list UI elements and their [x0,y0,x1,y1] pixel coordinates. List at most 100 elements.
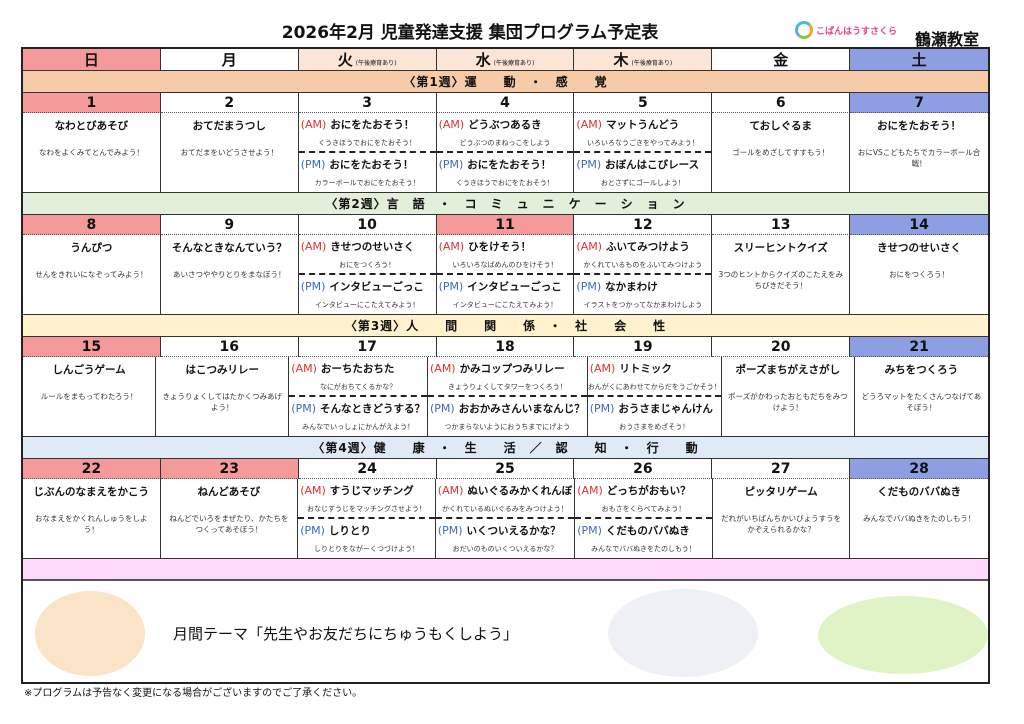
date-cell: 18 [436,337,575,357]
date-cell: 23 [160,459,299,479]
pm-session: (PM)インタビューごっこインタビューにこたえてみよう！ [437,275,574,315]
logo: こぱんはうすさくら [795,21,897,39]
day-cell: なわとびあそびなわをよくみてとんでみよう！ [23,113,161,193]
day-cell: (AM)かみコップつみリレーきょうりょくしてタワーをつくろう！(PM)おおかみさ… [428,357,588,437]
activity-title: スリーヒントクイズ [733,242,828,254]
am-activity: すうじマッチング [329,485,414,497]
weekday-1: 月 [160,49,299,71]
session-tag: (PM) [300,158,326,171]
pm-description: カラーボールでおにをたおそう！ [314,179,420,187]
pm-title: (PM)インタビューごっこ [437,275,574,294]
session-tag: (AM) [300,118,327,131]
day-cell: ねんどあそびねんどでいろをまぜたり、かたちをつくってあそぼう！ [160,479,299,559]
am-title: (AM)すうじマッチング [298,479,435,498]
activity-description: おにVSこどもたちでカラーボール合戦！ [857,148,981,168]
pm-title: (PM)くだものババぬき [575,519,712,538]
pm-session: (PM)インタビューごっこインタビューにこたえてみよう！ [299,275,436,315]
pm-title: (PM)おおかみさんいまなんじ？ [428,397,587,416]
am-activity: きせつのせいさく [330,241,415,253]
pm-session: (PM)おにをたおそう！ カラーボールでおにをたおそう！ [299,153,436,193]
date-cell: 3 [298,93,437,113]
day-cell: ピッタリゲームだれがいちばんちかいびょうすうをかぞえられるかな？ [712,479,851,559]
date-cell: 5 [574,93,713,113]
date-cell: 12 [574,215,713,235]
session-tag: (PM) [430,402,455,415]
pm-description: おうさまをめざそう！ [619,423,690,431]
activity-title: きせつのせいさく [877,242,962,254]
date-cell: 6 [712,93,851,113]
logo-text: こぱんはうすさくら [816,26,898,37]
am-description: きょうりょくしてタワーをつくろう！ [447,383,567,391]
am-title: (AM)きせつのせいさく [299,235,436,254]
pm-description: おとさずにゴールしよう！ [600,179,685,187]
session-tag: (AM) [438,118,465,131]
date-cell: 17 [298,337,437,357]
day-cell: おにをたおそう！おにVSこどもたちでカラーボール合戦！ [850,113,988,193]
am-description: なにがおちてくるかな？ [319,383,397,391]
pm-activity: しりとり [328,525,371,537]
am-description: おもさをくらべてみよう！ [601,505,686,513]
session-tag: (AM) [576,118,603,131]
pm-activity: インタビューごっこ [467,281,562,293]
weekday-3: 水(午後療育あり) [436,49,575,71]
session-tag: (PM) [300,524,325,537]
day-cell: じぶんのなまえをかこうおなまえをかくれんしゅうをしよう！ [23,479,161,559]
pm-title: (PM)いくついえるかな？ [436,519,574,538]
pm-activity: そんなときどうする？ [320,403,425,415]
am-description: いろいろなばめんのひをけそう！ [452,261,558,269]
activity-title: うんぴつ [70,242,113,254]
am-activity: マットうんどう [606,119,680,131]
am-activity: どっちがおもい？ [606,485,691,497]
pm-title: (PM)おにをたおそう！ [299,153,436,172]
activity-description: きょうりょくしてはたかくつみあげよう！ [162,392,282,412]
pm-session: (PM)おうさまじゃんけんおうさまをめざそう！ [588,397,721,437]
day-cell: (AM)おにをたおそう！くうきほうでおにをたおそう！(PM)おにをたおそう！ カラ… [298,113,437,193]
activity-title: じぶんのなまえをかこう [33,486,150,498]
session-tag: (PM) [291,402,316,415]
weekday-note: (午後療育あり) [493,60,535,67]
am-description: おんがくにあわせてからだをうごかそう！ [587,383,721,391]
date-cell: 9 [160,215,299,235]
am-description: おなじすうじをマッチングさせよう！ [306,505,426,513]
pm-activity: いくついえるかな？ [466,525,561,537]
disclaimer-note: ※プログラムは予告なく変更になる場合がございますのでご了承ください。 [24,688,363,699]
am-session: (AM)どっちがおもい？おもさをくらべてみよう！ [575,479,712,519]
date-cell: 24 [298,459,437,479]
pm-description: インタビューにこたえてみよう！ [452,301,558,309]
setsubun-oni-illustration [818,596,988,674]
teacher-reading-illustration [35,591,145,676]
pm-title: (PM)おぼんはこびレース [574,153,711,172]
pm-description: みんなでいっしょにかんがえよう！ [302,423,415,431]
pm-session: (PM) そんなときどうする？ みんなでいっしょにかんがえよう！ [289,397,427,437]
weekday-0: 日 [23,49,161,71]
am-session: (AM)ひをけそう！いろいろなばめんのひをけそう！ [436,235,574,275]
activity-description: どうろマットをたくさんつなげてあそぼう！ [861,392,982,412]
weekday-header: 日月火(午後療育あり)水(午後療育あり)木(午後療育あり)金土 [23,49,988,71]
weekday-note: (午後療育あり) [631,60,673,67]
activity-description: ゴールをめざしてすすもう！ [732,148,830,157]
activity-description: おにをつくろう！ [889,270,950,279]
day-cell: はこつみリレーきょうりょくしてはたかくつみあげよう！ [156,357,290,437]
pm-description: インタビューにこたえてみよう！ [314,301,420,309]
am-session: (AM)おにをたおそう！くうきほうでおにをたおそう！ [298,113,436,153]
pm-title: (PM)おうさまじゃんけん [588,397,721,416]
session-tag: (AM) [300,240,327,253]
am-title: (AM)ぬいぐるみかくれんぼ [436,479,574,498]
am-description: どうぶつのまねっこをしよう [459,139,551,147]
date-cell: 27 [712,459,851,479]
date-cell: 13 [712,215,851,235]
am-description: おにをつくろう！ [339,261,396,269]
date-cell: 15 [23,337,161,357]
am-session: (AM)マットうんどういろいろなうごきをやってみよう！ [574,113,712,153]
day-cell: そんなときなんていう？あいさつややりとりをまなぼう！ [160,235,299,315]
date-cell: 14 [850,215,988,235]
session-tag: (AM) [438,240,465,253]
day-cell: (AM)おーちたおちたなにがおちてくるかな？(PM)そんなときどうする？みんなで… [289,357,428,437]
pm-session: (PM)くだものババぬきみんなでババぬきをたのしもう！ [575,519,712,559]
activity-description: ポーズがかわったおともだちをみつけよう！ [727,392,848,412]
activity-row: うんぴつせんをきれいになぞってみよう！そんなときなんていう？あいさつややりとりを… [23,235,988,315]
day-cell: うんぴつせんをきれいになぞってみよう！ [23,235,161,315]
